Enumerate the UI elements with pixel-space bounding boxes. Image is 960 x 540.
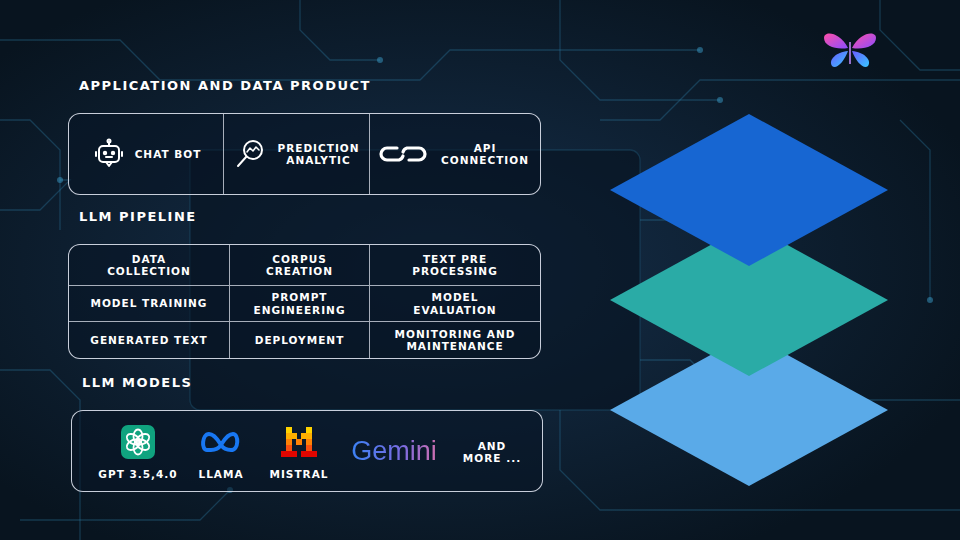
step-label: API CONNECTION: [437, 142, 533, 166]
pipeline-step: MODEL TRAINING: [69, 285, 229, 321]
step-label: AND MORE ...: [462, 440, 522, 464]
pipeline-step: TEXT PRE PROCESSING: [369, 245, 540, 285]
product-cell: CHAT BOT: [69, 114, 223, 194]
product-cell: API CONNECTION: [369, 114, 540, 194]
section-panel: LLM MODELSGPT 3.5,4.0LLAMAMISTRALGeminiA…: [71, 410, 543, 492]
step-label: DEPLOYMENT: [255, 334, 345, 346]
section-heading: LLM MODELS: [82, 375, 192, 390]
step-label: PROMPT ENGINEERING: [240, 291, 360, 315]
step-label: GPT 3.5,4.0: [98, 468, 177, 480]
mag-icon: [232, 136, 268, 172]
pipeline-step: DATA COLLECTION: [69, 245, 229, 285]
pipeline-step: PROMPT ENGINEERING: [229, 285, 369, 321]
step-label: LLAMA: [198, 468, 243, 480]
step-label: MONITORING AND MAINTENANCE: [390, 328, 520, 352]
step-label: CORPUS CREATION: [240, 253, 360, 277]
model-wordmark: Gemini: [351, 436, 437, 467]
step-label: MODEL EVALUATION: [390, 291, 520, 315]
link-icon: [377, 136, 429, 172]
step-label: MODEL TRAINING: [91, 297, 208, 309]
model-cell: Gemini: [338, 415, 450, 489]
model-cell: GPT 3.5,4.0: [94, 415, 182, 489]
section-heading: LLM PIPELINE: [79, 209, 197, 224]
gpt-icon: [120, 424, 156, 460]
step-label: GENERATED TEXT: [90, 334, 207, 346]
section-panel: LLM PIPELINEDATA COLLECTIONCORPUS CREATI…: [68, 244, 541, 359]
step-label: DATA COLLECTION: [89, 253, 209, 277]
pipeline-step: GENERATED TEXT: [69, 321, 229, 358]
meta-icon: [199, 424, 243, 460]
butterfly-logo: [824, 33, 876, 67]
circuit-pads: [57, 47, 933, 493]
bot-icon: [91, 136, 127, 172]
pipeline-step: MONITORING AND MAINTENANCE: [369, 321, 540, 358]
step-label: MISTRAL: [270, 468, 329, 480]
model-cell: AND MORE ...: [452, 415, 532, 489]
pipeline-step: CORPUS CREATION: [229, 245, 369, 285]
section-heading: APPLICATION AND DATA PRODUCT: [79, 78, 371, 93]
pipeline-step: DEPLOYMENT: [229, 321, 369, 358]
step-label: TEXT PRE PROCESSING: [390, 253, 520, 277]
pipeline-step: MODEL EVALUATION: [369, 285, 540, 321]
product-cell: PREDICTION ANALYTIC: [223, 114, 369, 194]
mistral-icon: [281, 424, 317, 460]
model-cell: LLAMA: [182, 415, 260, 489]
step-label: CHAT BOT: [135, 148, 202, 160]
step-label: PREDICTION ANALYTIC: [276, 142, 362, 166]
layer-stack: [610, 114, 888, 486]
section-panel: APPLICATION AND DATA PRODUCTCHAT BOTPRED…: [68, 113, 541, 195]
model-cell: MISTRAL: [260, 415, 338, 489]
